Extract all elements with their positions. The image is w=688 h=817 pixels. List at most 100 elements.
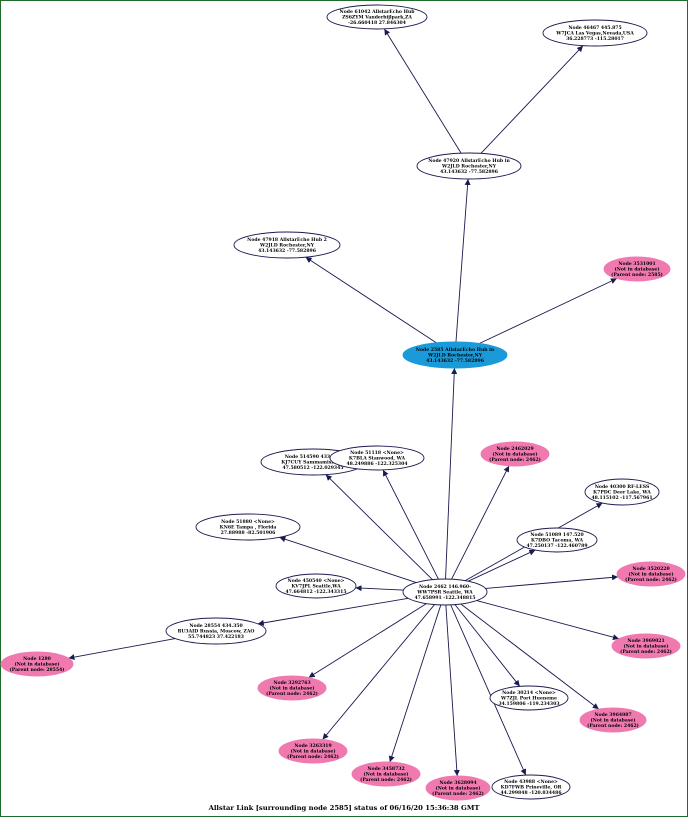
graph-node-n3964087[interactable]: Node 3964087(Not in database)(Parent nod… [579,707,647,733]
node-ellipse[interactable] [616,561,686,587]
node-ellipse[interactable] [233,231,341,259]
node-label-line: Node 2462 146.960- [419,584,471,590]
node-label-line: (Not in database) [493,451,538,458]
edge-n2462-n3520220 [479,574,619,592]
node-label-line: (Parent node: 28554) [10,666,65,673]
node-ellipse[interactable] [165,617,267,645]
node-label-line: 48.249886 -122.325304 [346,461,408,467]
edge-n47920-n61042 [383,28,467,160]
node-ellipse[interactable] [0,651,74,677]
node-ellipse[interactable] [402,578,488,606]
graph-node-n51118[interactable]: Node 51118 <None>K7BLA Stanwood, WA48.24… [329,445,425,471]
node-label-line: Node 3969021 [627,638,664,644]
graph-node-n3458732[interactable]: Node 3458732(Not in database)(Parent nod… [351,761,421,787]
graph-node-n30214[interactable]: Node 30214 <None>W7ZJL Port Hueneme34.15… [489,685,569,711]
node-label-line: (Parent node: 2462) [432,790,484,797]
edge-layer [68,28,620,777]
graph-node-n3969021[interactable]: Node 3969021(Not in database)(Parent nod… [611,633,681,659]
graph-node-n3531001[interactable]: Node 3531001(Not in database)(Parent nod… [603,256,671,282]
node-ellipse[interactable] [351,761,421,787]
node-label-line: Node 3292763 [273,680,310,686]
node-label-line: KD7FWB Prineville, OR [501,785,562,791]
node-label-line: (Parent node: 2585) [611,271,663,278]
node-ellipse[interactable] [584,478,660,506]
node-label-line: K7DBO Tacoma, WA [531,538,583,544]
edge-n2462-n28554 [257,594,415,626]
node-label-line: Node 47920 AllstarEcho Hub in [428,158,510,164]
node-ellipse[interactable] [542,19,648,47]
edge-n28554-n1280 [68,634,182,661]
node-ellipse[interactable] [416,152,522,180]
node-label-line: 27.88988 -82.501906 [221,530,276,536]
edge-n2462-n2585 [442,367,458,586]
node-ellipse[interactable] [489,685,569,711]
node-ellipse[interactable] [611,633,681,659]
node-label-line: (Parent node: 2462) [287,753,339,760]
node-ellipse[interactable] [278,738,348,764]
graph-node-n1280[interactable]: Node 1280(Not in database)(Parent node: … [0,651,74,677]
node-label-line: Node 61042 AllstarEcho Hub [340,9,416,15]
node-ellipse[interactable] [257,675,327,701]
graph-node-n43988[interactable]: Node 43988 <None>KD7FWB Prineville, OR44… [491,774,571,800]
node-ellipse[interactable] [491,774,571,800]
graph-node-n3292763[interactable]: Node 3292763(Not in database)(Parent nod… [257,675,327,701]
graph-node-n2462029[interactable]: Node 2462029(Not in database)(Parent nod… [480,441,550,467]
node-label-line: 47.658991 -122.348815 [414,595,475,601]
edge-n2585-n47920 [452,178,471,349]
node-label-line: Node 1280 [23,656,51,662]
node-label-line: Node 51118 <None> [350,450,404,456]
node-label-line: 34.159806 -119.234303 [498,701,559,707]
node-ellipse[interactable] [329,445,425,471]
edge-n2462-n51880 [279,536,423,588]
node-ellipse[interactable] [275,573,357,599]
node-label-line: RU3AID Russia, Moscow, ZAO [178,629,255,635]
graph-node-n51880[interactable]: Node 51880 <None>KN6E Tampa , Florida27.… [195,513,301,541]
edge-n2462-n3292763 [308,597,434,678]
node-ellipse[interactable] [480,441,550,467]
node-ellipse[interactable] [579,707,647,733]
node-label-line: (Not in database) [270,685,315,692]
graph-node-n2462[interactable]: Node 2462 146.960-WW7PSR Seattle, WA47.6… [402,578,488,606]
node-ellipse[interactable] [425,775,491,801]
node-label-line: 43.143632 -77.582896 [426,358,484,364]
graph-node-n3520220[interactable]: Node 3520220(Not in database)(Parent nod… [616,561,686,587]
edge-n2462-n3628094 [442,598,460,777]
node-label-line: (Parent node: 2462) [266,690,318,697]
node-label-line: Node 3628094 [439,780,477,786]
edge-n2462-n51118 [382,469,444,586]
edge-n2462-n514590 [325,474,439,586]
node-ellipse[interactable] [516,527,598,553]
graph-node-n450540[interactable]: Node 450540 <None>KV7JPL Seattle,WA47.66… [275,573,357,599]
edge-n2462-n2462029 [446,465,510,586]
graph-node-n3628094[interactable]: Node 3628094(Not in database)(Parent nod… [425,775,491,801]
edge-n2462-n51089 [461,549,536,587]
node-ellipse[interactable] [326,4,428,30]
node-label-line: Node 3263319 [294,743,331,749]
node-label-line: 47.250137 -122.460789 [526,543,587,549]
node-label-line: (Not in database) [629,571,674,578]
node-ellipse[interactable] [402,341,508,369]
node-ellipse[interactable] [603,256,671,282]
node-label-line: -26.660418 27.846304 [348,20,407,26]
node-ellipse[interactable] [195,513,301,541]
edge-n2462-n3263319 [322,598,441,740]
node-label-line: (Not in database) [364,771,409,778]
node-label-line: W7ZJL Port Hueneme [500,696,557,702]
node-label-line: 36.228773 -115.28017 [566,36,624,42]
edge-n2462-n450540 [355,585,410,594]
node-label-line: (Not in database) [591,717,636,724]
graph-node-n3263319[interactable]: Node 3263319(Not in database)(Parent nod… [278,738,348,764]
node-label-line: Node 46467 445.875 [568,25,621,31]
node-label-line: (Parent node: 2462) [360,776,412,783]
node-label-line: 55.744823 37.422183 [188,634,244,640]
node-label-line: Node 2462029 [496,446,533,452]
